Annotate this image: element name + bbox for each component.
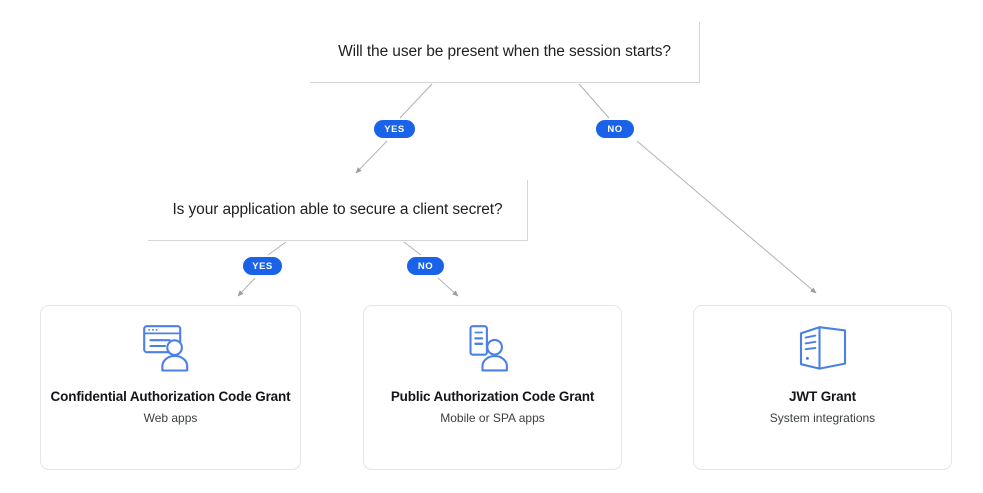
- card-subtitle: Mobile or SPA apps: [440, 411, 545, 425]
- outcome-card-confidential[interactable]: Confidential Authorization Code Grant We…: [40, 305, 301, 470]
- card-icon-wrapper: [465, 323, 521, 375]
- edge-q2-no-lower: [437, 277, 459, 297]
- edge-label-q1-no: NO: [596, 120, 634, 138]
- edge-q1-yes-upper: [399, 83, 433, 119]
- mobile-phone-user-icon: [468, 325, 508, 372]
- edge-q1-no-upper: [578, 83, 610, 119]
- card-subtitle: Web apps: [143, 411, 198, 425]
- edge-q1-yes-lower: [355, 140, 388, 174]
- edge-label-q2-no: NO: [407, 257, 444, 275]
- card-subtitle: System integrations: [769, 411, 876, 425]
- edge-q2-yes-lower: [237, 277, 256, 297]
- edge-q2-yes-upper: [267, 241, 287, 256]
- server-box-icon: [799, 326, 846, 370]
- card-icon-wrapper: [795, 323, 851, 375]
- question-text: Will the user be present when the sessio…: [338, 43, 671, 60]
- edge-q2-no-upper: [403, 241, 422, 256]
- card-title: JWT Grant: [789, 389, 856, 404]
- card-icon-wrapper: [141, 323, 201, 375]
- card-title: Confidential Authorization Code Grant: [50, 389, 291, 404]
- edge-label-q1-yes: YES: [374, 120, 415, 138]
- edge-q1-no-lower: [636, 140, 817, 294]
- card-title: Public Authorization Code Grant: [390, 389, 595, 404]
- edge-label-q2-yes: YES: [243, 257, 282, 275]
- outcome-card-jwt[interactable]: JWT Grant System integrations: [693, 305, 952, 470]
- question-text: Is your application able to secure a cli…: [172, 201, 503, 218]
- browser-window-user-icon: [142, 325, 188, 372]
- question-node-client-secret: Is your application able to secure a cli…: [148, 180, 528, 241]
- outcome-card-public[interactable]: Public Authorization Code Grant Mobile o…: [363, 305, 622, 470]
- question-node-session-presence: Will the user be present when the sessio…: [310, 22, 700, 83]
